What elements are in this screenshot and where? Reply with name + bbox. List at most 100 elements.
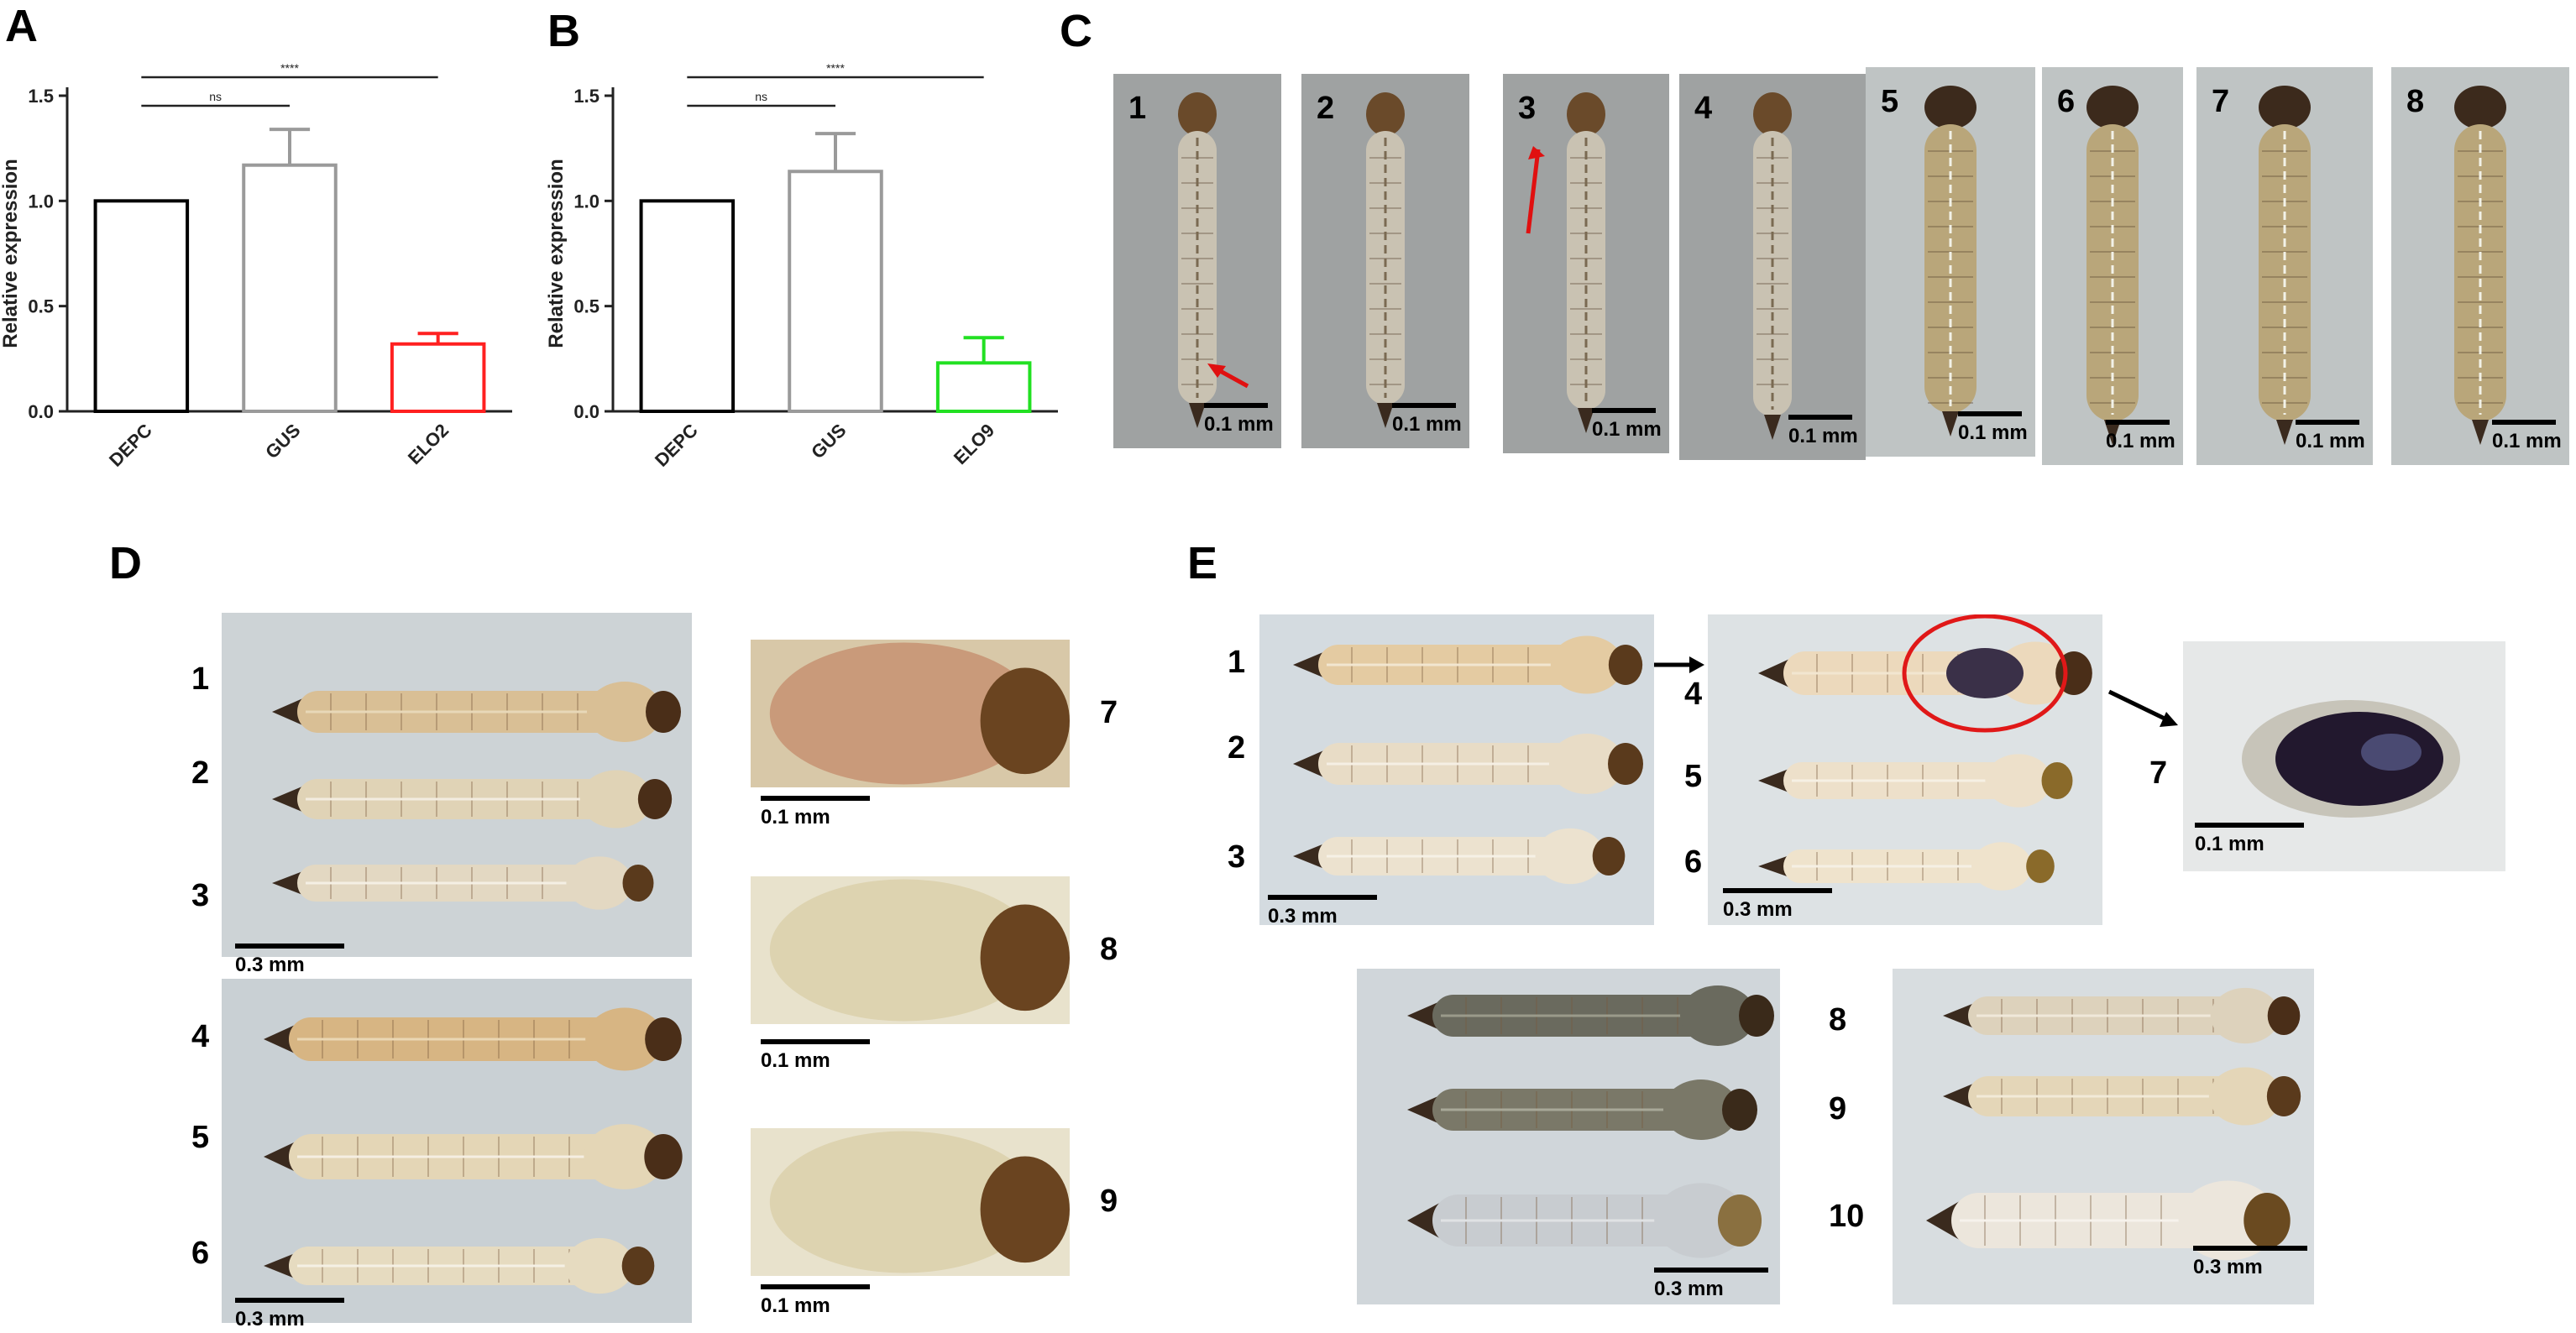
significance-label: ns — [209, 90, 222, 103]
larva-thorax — [584, 1124, 666, 1189]
panel-e-photo-3 — [2183, 641, 2505, 871]
larva-head — [1722, 1089, 1757, 1131]
larva-thorax — [585, 1007, 664, 1071]
panel-e-scale-5-label: 0.3 mm — [2193, 1256, 2263, 1278]
panel-e-scale-4-bar — [1654, 1268, 1768, 1273]
panel-c-label: 7 — [2212, 84, 2230, 119]
y-tick-label: 0.0 — [573, 401, 599, 422]
larva-head — [1717, 1194, 1762, 1247]
arrow-head — [1689, 656, 1704, 673]
y-tick-label: 1.5 — [28, 86, 54, 107]
larva-thorax — [1996, 641, 2075, 705]
larva-tail — [272, 697, 306, 727]
larva-thorax — [2208, 1067, 2282, 1126]
panel-c-photo-svg — [1526, 92, 1605, 433]
panel-e-label: 8 — [1829, 1002, 1847, 1038]
larva-head — [645, 1017, 682, 1061]
panel-e-photo-1 — [1259, 614, 1654, 925]
panel-e-photo-3-svg — [2242, 700, 2460, 818]
larva-tail — [1943, 1082, 1977, 1111]
x-tick-label: ELO9 — [950, 420, 998, 468]
larva-head — [2041, 762, 2073, 799]
panel-c-scale-bar — [1958, 411, 2022, 416]
panel-d-closeup-svg — [769, 879, 1070, 1022]
panel-e-label: 10 — [1829, 1199, 1865, 1234]
larva-tail — [2472, 420, 2489, 445]
panel-d-photo-bottom-svg — [264, 1007, 683, 1294]
panel-d-label: 4 — [191, 1019, 210, 1054]
larva-head — [1608, 645, 1643, 685]
panel-e-photo-5-svg — [1926, 987, 2301, 1261]
panel-letter-c: C — [1060, 6, 1092, 56]
panel-c-scale-label: 0.1 mm — [2106, 430, 2175, 452]
panel-c-photo-svg — [1753, 92, 1792, 440]
panel-e-scale-1-label: 0.3 mm — [1268, 905, 1338, 928]
larva-thorax — [769, 1131, 1038, 1273]
larva-tail — [1758, 855, 1792, 878]
larva-thorax — [566, 856, 633, 910]
panel-c-label: 3 — [1518, 91, 1537, 126]
larva-head — [2086, 86, 2139, 129]
panel-d-scale-7-bar — [761, 796, 870, 801]
panel-e-label: 7 — [2149, 755, 2168, 791]
panel-c-photo — [2196, 67, 2373, 465]
panel-d-label: 5 — [191, 1120, 210, 1155]
larva-tail — [2104, 420, 2121, 445]
panel-c-scale-bar — [1204, 403, 1268, 408]
larva-head — [1366, 92, 1405, 136]
larva-head — [2266, 1076, 2301, 1116]
panel-d-scale-top-label: 0.3 mm — [235, 954, 305, 976]
larva-thorax — [1985, 754, 2052, 808]
y-axis-label: Relative expression — [0, 159, 22, 348]
larva-head — [1567, 92, 1605, 136]
larva-thorax — [1550, 635, 1624, 694]
bar — [935, 361, 1032, 414]
larva-head — [980, 904, 1070, 1012]
significance-label: **** — [826, 61, 845, 75]
bar — [242, 163, 338, 413]
panel-d-label: 8 — [1100, 932, 1118, 967]
x-tick-label: GUS — [807, 420, 850, 463]
panel-d-label: 9 — [1100, 1184, 1118, 1219]
larva-head — [2267, 996, 2301, 1035]
panel-c-label: 1 — [1128, 91, 1147, 126]
larva-thorax — [1971, 842, 2032, 891]
larva-thorax — [1654, 1183, 1748, 1258]
panel-e-label: 6 — [1684, 844, 1703, 880]
larva-tail — [1764, 415, 1781, 440]
larva-thorax — [1663, 1079, 1739, 1140]
larva-head — [2454, 86, 2506, 129]
panel-c-photo-svg — [2259, 86, 2311, 445]
panel-d-label: 7 — [1100, 695, 1118, 730]
panel-e-scale-3-label: 0.1 mm — [2195, 833, 2264, 855]
larva-head — [622, 865, 654, 902]
larva-head — [646, 691, 681, 733]
panel-d-closeup — [751, 1128, 1070, 1276]
panel-d-scale-top-bar — [235, 944, 344, 949]
larva-body — [1567, 131, 1605, 410]
panel-c-photo — [2391, 67, 2569, 465]
larva-body — [1366, 131, 1405, 405]
panel-e-scale-3-bar — [2195, 823, 2304, 828]
bar — [639, 199, 736, 413]
panel-d-photo-bottom — [222, 979, 692, 1323]
panel-d-label: 6 — [191, 1236, 210, 1271]
larva-head — [637, 779, 673, 819]
panel-d-scale-8-label: 0.1 mm — [761, 1049, 830, 1072]
larva-thorax — [2210, 987, 2280, 1044]
bar — [788, 170, 883, 414]
larva-tail — [264, 1252, 297, 1280]
bar — [390, 342, 486, 413]
panel-e-label: 4 — [1684, 677, 1703, 712]
significance-label: ns — [755, 90, 767, 103]
y-axis-label: Relative expression — [546, 159, 568, 348]
panel-c-scale-bar — [1592, 408, 1656, 413]
larva-head — [644, 1134, 683, 1179]
panel-e-photo-1-svg — [1293, 635, 1643, 885]
panel-c-photo-svg — [1366, 92, 1405, 428]
panel-e-scale-2-bar — [1723, 888, 1832, 893]
red-arrow-head — [1207, 363, 1226, 378]
larva-tail — [1293, 749, 1327, 779]
larva-head — [2026, 849, 2055, 883]
